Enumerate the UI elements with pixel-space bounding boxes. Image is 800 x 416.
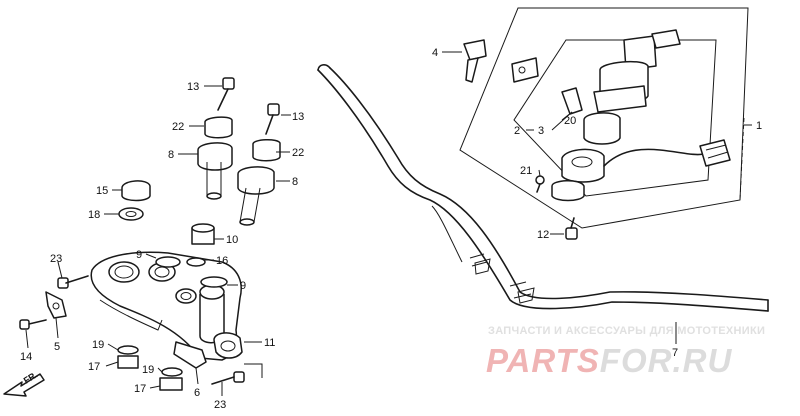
callout-13-right: 13 bbox=[292, 111, 304, 123]
cover bbox=[511, 57, 539, 83]
bolt-13-right bbox=[265, 103, 280, 135]
callout-23-upper: 23 bbox=[50, 253, 62, 265]
callout-9-left: 9 bbox=[136, 249, 142, 261]
bracket-5 bbox=[45, 291, 67, 319]
callout-19-right: 19 bbox=[142, 364, 154, 376]
callout-21: 21 bbox=[520, 165, 532, 177]
switch-body bbox=[551, 112, 621, 202]
callout-10: 10 bbox=[226, 234, 238, 246]
callout-20: 20 bbox=[564, 115, 576, 127]
holder-6 bbox=[173, 341, 207, 369]
clamp-right bbox=[237, 139, 281, 226]
seal-20 bbox=[561, 87, 583, 115]
leader-lines bbox=[25, 51, 752, 396]
callout-16: 16 bbox=[216, 255, 228, 267]
nut-17-right bbox=[159, 377, 183, 391]
callout-18: 18 bbox=[88, 209, 100, 221]
nut-17-left bbox=[117, 355, 139, 369]
callout-8-left: 8 bbox=[168, 149, 174, 161]
top-bridge bbox=[90, 251, 243, 361]
callout-13-left: 13 bbox=[187, 81, 199, 93]
bolt-12 bbox=[565, 217, 578, 240]
washer-9-left bbox=[155, 256, 181, 268]
callout-23-lower: 23 bbox=[214, 399, 226, 411]
svg-text:PARTSFOR.RU: PARTSFOR.RU bbox=[486, 342, 732, 379]
callout-1: 1 bbox=[756, 120, 762, 132]
washer-19-left bbox=[117, 345, 139, 355]
cap-15 bbox=[121, 180, 151, 202]
bolt-14 bbox=[19, 319, 47, 330]
bolt-23-upper bbox=[57, 275, 89, 289]
callout-7: 7 bbox=[672, 347, 678, 359]
callout-17-right: 17 bbox=[134, 383, 146, 395]
watermark-caption: ЗАПЧАСТИ И АКСЕССУАРЫ ДЛЯ МОТОТЕХНИКИ bbox=[488, 325, 765, 337]
callout-4: 4 bbox=[432, 47, 438, 59]
callout-6: 6 bbox=[194, 387, 200, 399]
callout-8-right: 8 bbox=[292, 176, 298, 188]
callout-9-right: 9 bbox=[240, 280, 246, 292]
washer-9-right bbox=[200, 276, 228, 288]
callout-17-left: 17 bbox=[88, 361, 100, 373]
key-4 bbox=[463, 39, 487, 83]
callout-14: 14 bbox=[20, 351, 32, 363]
callout-22-left: 22 bbox=[172, 121, 184, 133]
screw-21 bbox=[535, 175, 545, 193]
callout-19-left: 19 bbox=[92, 339, 104, 351]
washer-18 bbox=[118, 207, 144, 221]
watermark-brand-parts: PARTS bbox=[486, 342, 600, 379]
washer-16 bbox=[186, 257, 206, 267]
wire-harness bbox=[603, 139, 731, 167]
callout-2: 2 bbox=[514, 125, 520, 137]
bolt-13-left bbox=[217, 77, 235, 111]
handlebar bbox=[317, 64, 769, 312]
bolt-23-lower bbox=[211, 371, 245, 385]
ignition-subgroup-outline bbox=[513, 39, 717, 197]
callout-5: 5 bbox=[54, 341, 60, 353]
callout-15: 15 bbox=[96, 185, 108, 197]
watermark: ЗАПЧАСТИ И АКСЕССУАРЫ ДЛЯ МОТОТЕХНИКИ PA… bbox=[486, 325, 765, 379]
washer-19-right bbox=[161, 367, 183, 377]
clamp-left bbox=[197, 116, 233, 200]
front-arrow bbox=[3, 373, 45, 397]
callout-22-right: 22 bbox=[292, 147, 304, 159]
ignition-group-outline bbox=[459, 7, 749, 229]
watermark-brand-for: FOR.RU bbox=[600, 342, 733, 379]
ignition-switch bbox=[593, 29, 681, 113]
callout-labels: 4 13 13 22 22 8 8 15 18 10 9 16 9 23 14 … bbox=[20, 47, 762, 411]
callout-11: 11 bbox=[264, 337, 275, 349]
callout-12: 12 bbox=[537, 229, 549, 241]
callout-3: 3 bbox=[538, 125, 544, 137]
